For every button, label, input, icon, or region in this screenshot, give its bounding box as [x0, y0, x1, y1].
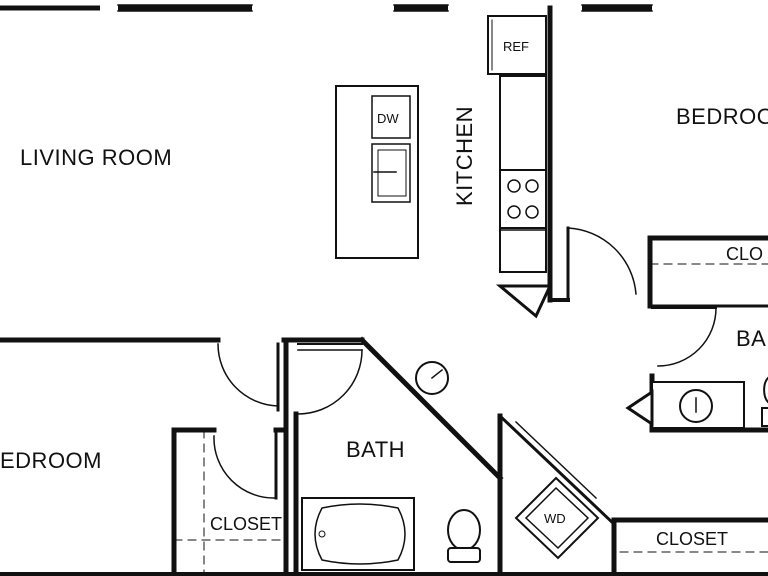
sink — [371, 143, 411, 203]
burner — [507, 179, 521, 193]
bath-center-fixtures — [301, 338, 486, 571]
kitchen-label: KITCHEN — [452, 106, 477, 206]
dishwasher — [371, 95, 411, 139]
closet-left-label: CLOSET — [210, 514, 282, 534]
window — [100, 4, 118, 12]
bedroom-left-door — [217, 342, 280, 412]
top-exterior-wall — [0, 4, 768, 12]
living-room-label: LIVING ROOM — [20, 145, 172, 170]
window — [448, 4, 582, 12]
sink — [679, 389, 713, 423]
toilet — [447, 509, 481, 563]
refrigerator-label: REF — [503, 39, 529, 54]
bedroom-right-label: BEDROO — [676, 104, 768, 129]
kitchen-island — [335, 85, 419, 259]
washer-dryer-label: WD — [544, 511, 566, 526]
burner — [525, 179, 539, 193]
kitchen-bedroom-wall — [495, 5, 570, 319]
bedroom-door — [566, 226, 637, 302]
window — [652, 4, 768, 12]
bath-right-vanity — [625, 373, 768, 433]
burner — [507, 205, 521, 219]
refrigerator — [487, 15, 547, 75]
burner — [525, 205, 539, 219]
bath-right-door — [651, 307, 717, 367]
closet-bottom-right — [611, 517, 768, 576]
bath-center-label: BATH — [346, 437, 405, 462]
laundry-area — [497, 413, 617, 560]
sink — [415, 361, 449, 395]
closet-top-right — [647, 235, 768, 309]
closet-right-label: CLOSET — [656, 529, 728, 549]
closet-left — [171, 427, 289, 576]
bath-center-door — [297, 343, 363, 415]
window — [252, 4, 394, 12]
closet-top-right-label: CLO — [726, 244, 763, 264]
range — [499, 169, 547, 229]
kitchen-counter — [499, 75, 547, 273]
dishwasher-label: DW — [377, 111, 399, 126]
bedroom-left-label: EDROOM — [0, 448, 102, 473]
bath-right-label: BA — [736, 326, 766, 351]
